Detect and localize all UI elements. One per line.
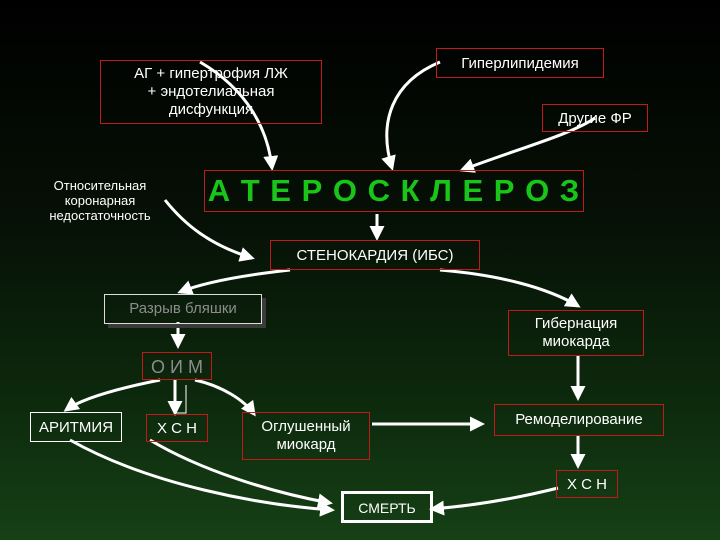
atherosclerosis-title: А Т Е Р О С К Л Е Р О З (204, 170, 584, 212)
arrhythmia-box: АРИТМИЯ (30, 412, 122, 442)
oim-box: О И М (142, 352, 212, 380)
arrow-hsn-to-death (149, 438, 333, 509)
hyperlipidemia-box: Гиперлипидемия (436, 48, 604, 78)
remodeling-box: Ремоделирование (494, 404, 664, 436)
bracket-line (175, 385, 187, 414)
arrow-oim-to-stunned (194, 378, 256, 417)
plaque-rupture-box: Разрыв бляшки (104, 294, 262, 324)
hsn-right-box: Х С Н (556, 470, 618, 498)
arrow-oim-to-arrhythmia (63, 378, 161, 412)
arrow-arrhythmia-to-death (69, 438, 335, 517)
death-box: СМЕРТЬ (342, 492, 432, 522)
stenocardia-box: СТЕНОКАРДИЯ (ИБС) (270, 240, 480, 270)
relative-coronary-insufficiency: Относительная коронарная недостаточность (49, 178, 151, 223)
hsn-left-box: Х С Н (146, 414, 208, 442)
arrow-stenocardia-to-rupture (177, 268, 291, 295)
hibernation-box: Гибернация миокарда (508, 310, 644, 356)
ag-box: АГ + гипертрофия ЛЖ + эндотелиальная дис… (100, 60, 322, 124)
stunned-myocardium-box: Оглушенный миокард (242, 412, 370, 460)
other-risk-factors-box: Другие ФР (542, 104, 648, 132)
arrow-relative-to-stenocardia (163, 199, 255, 262)
arrow-stenocardia-to-hibernation (439, 268, 581, 308)
arrow-hyperlip-to-atherosclerosis (381, 60, 441, 171)
arrow-hsn-right-to-death (429, 486, 559, 516)
arrow-otherrf-to-atherosclerosis (459, 116, 596, 173)
arrow-ag-to-atherosclerosis (199, 60, 279, 171)
